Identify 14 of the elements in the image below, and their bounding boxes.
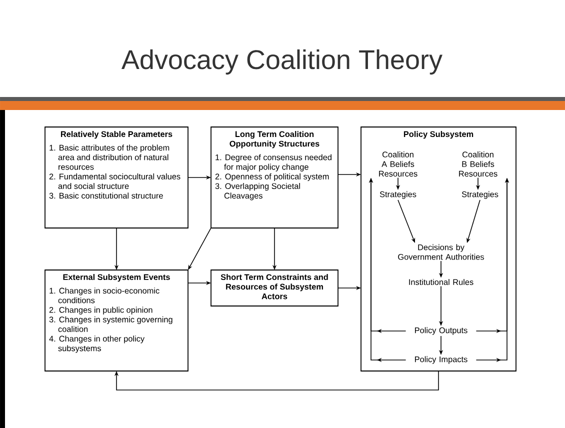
node-label: Policy Outputs bbox=[415, 327, 468, 335]
text-box: Long Term Coalition Opportunity Structures 1. Degree of consensus needed for major policy change 2. Openness of political system 3. Overlapping Societal Cleavages bbox=[210, 126, 338, 228]
node-label: Policy Impacts bbox=[415, 356, 468, 364]
arrow bbox=[114, 370, 439, 390]
node-label: Strategies bbox=[462, 191, 498, 199]
text-box: Short Term Constraints and Resources of Subsystem Actors bbox=[210, 270, 338, 306]
slide-title: Advocacy Coalition Theory bbox=[121, 49, 442, 75]
text-box: External Subsystem Events 1. Changes in socio-economic conditions 2. Changes in public opinion 3. Changes in systemic governing coalition 4. Changes in other policy subsystems bbox=[44, 270, 188, 372]
node-label: Coalition A Beliefs Resources bbox=[379, 151, 418, 177]
node-label: Coalition B Beliefs Resources bbox=[459, 151, 498, 177]
node-label: Strategies bbox=[380, 191, 416, 199]
node-label: Institutional Rules bbox=[409, 278, 474, 285]
node-label: Decisions by Government Authorities bbox=[398, 244, 484, 260]
text-box: Relatively Stable Parameters 1. Basic attributes of the problem area and distribution of natural resources 2. Fundamental sociocultural values and social structure 3. Basic constitutional structure bbox=[44, 126, 188, 228]
